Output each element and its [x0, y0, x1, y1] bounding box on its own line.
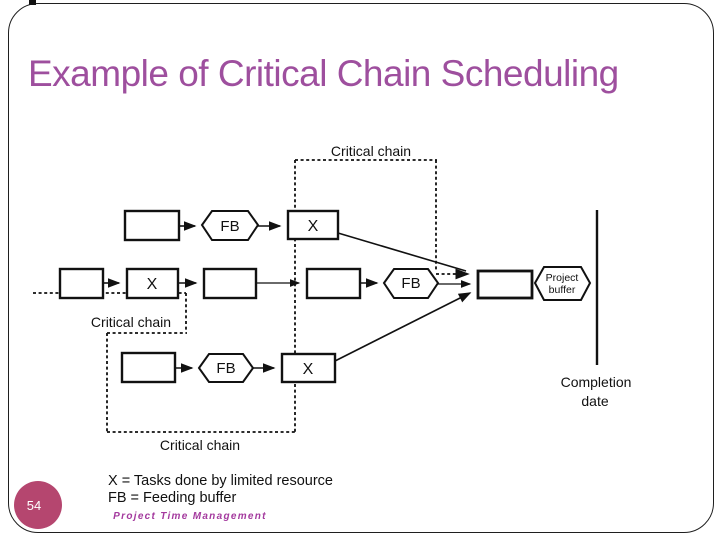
feeding-buffer-bottom-label: FB	[216, 360, 235, 377]
critical-chain-label-top: Critical chain	[331, 143, 411, 159]
task-box-mid-1	[58, 267, 105, 300]
buffer-hexagons	[197, 210, 592, 383]
critical-chain-label-bottom: Critical chain	[160, 437, 240, 453]
project-buffer-label-line1: Project	[546, 272, 579, 284]
task-box-bottom-x	[280, 352, 337, 384]
footer-text: Project Time Management	[113, 511, 267, 522]
slide-title: Example of Critical Chain Scheduling	[28, 53, 619, 94]
project-buffer-shape	[533, 266, 592, 301]
page-number: 54	[26, 497, 42, 513]
diagonal-bottom-x-to-merge	[334, 292, 472, 362]
scan-artifact-mark	[29, 0, 36, 5]
task-box-top-1	[123, 209, 181, 242]
feeding-buffer-bottom-shape	[197, 353, 255, 383]
x-task-bottom-label: X	[303, 361, 314, 378]
feeding-buffer-top-shape	[200, 210, 260, 241]
connector-arrows	[103, 221, 472, 373]
legend-line-x: X = Tasks done by limited resource	[108, 473, 333, 489]
critical-chain-dashed-path	[33, 159, 516, 433]
task-box-top-x	[286, 209, 340, 241]
x-task-top-label: X	[308, 218, 319, 235]
feeding-buffer-mid-label: FB	[401, 275, 420, 292]
feeding-buffer-top-label: FB	[220, 218, 239, 235]
task-boxes	[58, 209, 534, 384]
task-box-bottom-1	[120, 351, 177, 384]
task-box-mid-3	[202, 267, 258, 300]
project-buffer-label-line2: buffer	[549, 284, 576, 296]
task-box-merge	[476, 269, 534, 300]
completion-date-label-line1: Completion	[561, 374, 632, 390]
x-task-mid-label: X	[147, 276, 158, 293]
page-number-badge: 54	[14, 481, 62, 529]
critical-chain-label-middle: Critical chain	[91, 314, 171, 330]
legend-line-fb: FB = Feeding buffer	[108, 490, 236, 506]
diagonal-top-x-to-merge	[337, 232, 467, 272]
task-box-mid-x	[125, 267, 180, 300]
completion-date-label-line2: date	[581, 393, 608, 409]
feeding-buffer-mid-shape	[382, 268, 440, 299]
task-box-mid-4	[305, 267, 362, 300]
